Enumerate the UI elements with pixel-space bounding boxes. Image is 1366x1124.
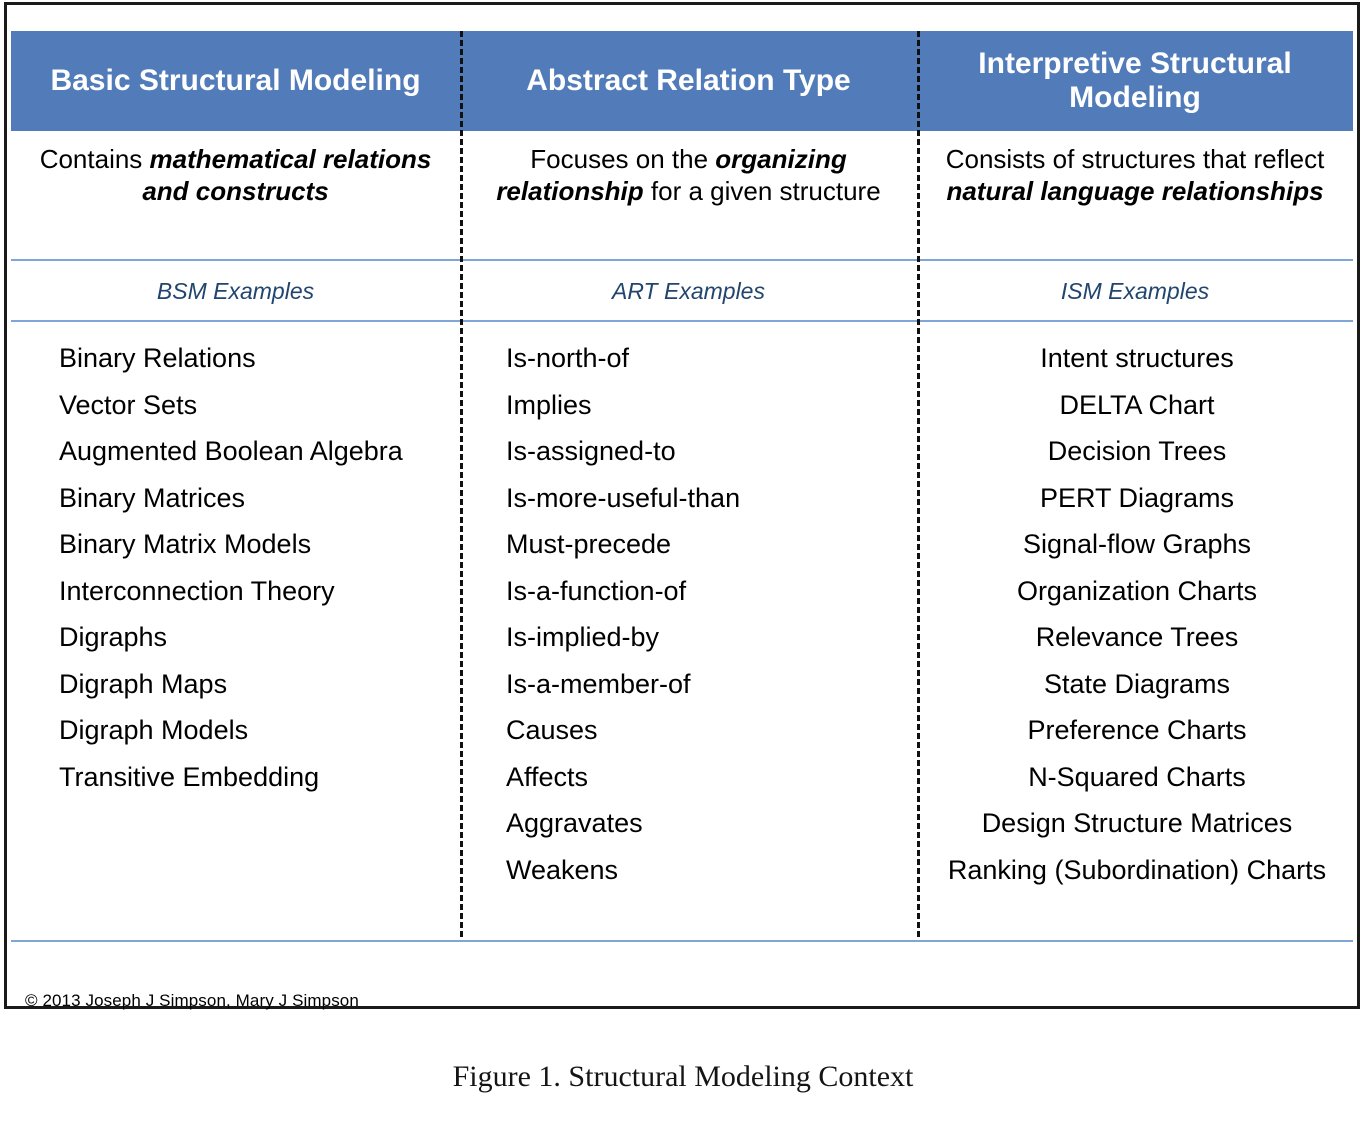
list-item: Causes xyxy=(506,715,598,745)
description-lead-ism: Consists of structures that reflect xyxy=(945,144,1325,174)
list-item: Is-north-of xyxy=(506,343,630,373)
list-item: Relevance Trees xyxy=(1035,622,1239,652)
description-emphasis-bsm: mathematical relations and constructs xyxy=(142,144,432,206)
list-item: Implies xyxy=(506,389,592,420)
list-item: Weakens xyxy=(506,854,619,885)
divider-below-examples xyxy=(11,320,1353,322)
list-item: Affects xyxy=(506,761,589,792)
divider-above-footer xyxy=(11,940,1353,942)
column-description-bsm: Contains mathematical relations and cons… xyxy=(11,133,460,258)
structural-modeling-table: Basic Structural Modeling Abstract Relat… xyxy=(4,2,1360,1010)
list-item: Binary Matrices xyxy=(59,482,246,513)
description-lead-art: Focuses on the xyxy=(530,144,716,174)
list-item: Signal-flow Graphs xyxy=(1022,529,1252,559)
list-item: Decision Trees xyxy=(1047,436,1227,466)
list-item: State Diagrams xyxy=(1043,668,1231,699)
list-item: Ranking (Subordination) Charts xyxy=(947,854,1327,885)
list-item: PERT Diagrams xyxy=(1039,482,1235,513)
table-header-row: Basic Structural Modeling Abstract Relat… xyxy=(11,31,1353,131)
table-inner: Basic Structural Modeling Abstract Relat… xyxy=(7,5,1357,1010)
list-item: Is-assigned-to xyxy=(506,436,676,466)
list-item: Digraph Maps xyxy=(59,668,228,699)
column-description-art: Focuses on the organizing relationship f… xyxy=(460,133,917,258)
list-item: Is-implied-by xyxy=(506,622,660,652)
column-description-ism: Consists of structures that reflect natu… xyxy=(917,133,1353,258)
list-item: Augmented Boolean Algebra xyxy=(59,436,403,466)
column-separator-2 xyxy=(917,31,920,937)
column-header-art: Abstract Relation Type xyxy=(460,31,917,131)
divider-above-examples xyxy=(11,259,1353,261)
list-item: Preference Charts xyxy=(1027,715,1247,745)
figure-caption: Figure 1. Structural Modeling Context xyxy=(452,1060,914,1093)
table-description-row: Contains mathematical relations and cons… xyxy=(11,133,1353,258)
list-item: Digraph Models xyxy=(59,715,249,745)
list-item: Must-precede xyxy=(506,529,672,559)
list-item: Is-more-useful-than xyxy=(506,482,741,513)
examples-label-ism: ISM Examples xyxy=(1060,277,1210,304)
list-item: Digraphs xyxy=(59,622,168,652)
description-tail-art: for a given structure xyxy=(643,175,881,206)
examples-label-bsm: BSM Examples xyxy=(156,277,315,304)
examples-label-row: BSM Examples ART Examples ISM Examples xyxy=(11,263,1353,319)
list-item: Binary Relations xyxy=(59,343,256,373)
description-emphasis-ism: natural language relationships xyxy=(946,175,1324,206)
column-separator-1 xyxy=(460,31,463,937)
list-item: Intent structures xyxy=(1040,343,1234,373)
description-lead-bsm: Contains xyxy=(39,144,150,174)
list-item: Transitive Embedding xyxy=(59,761,320,792)
list-item: Design Structure Matrices xyxy=(981,808,1293,838)
list-item: Is-a-member-of xyxy=(506,668,691,699)
column-header-ism: Interpretive Structural Modeling xyxy=(917,31,1353,131)
list-item: Aggravates xyxy=(506,808,643,838)
column-header-bsm: Basic Structural Modeling xyxy=(11,31,460,131)
description-emphasis-art: organizing relationship xyxy=(496,144,847,206)
list-item: Binary Matrix Models xyxy=(59,529,312,559)
list-item: Interconnection Theory xyxy=(59,575,335,606)
list-item: Organization Charts xyxy=(1016,575,1258,606)
list-item: N-Squared Charts xyxy=(1028,761,1246,792)
list-item: DELTA Chart xyxy=(1059,389,1215,420)
copyright-notice: © 2013 Joseph J Simpson, Mary J Simpson xyxy=(25,991,359,1010)
list-item: Is-a-function-of xyxy=(506,575,687,606)
list-item: Vector Sets xyxy=(59,389,198,420)
examples-label-art: ART Examples xyxy=(612,277,765,304)
